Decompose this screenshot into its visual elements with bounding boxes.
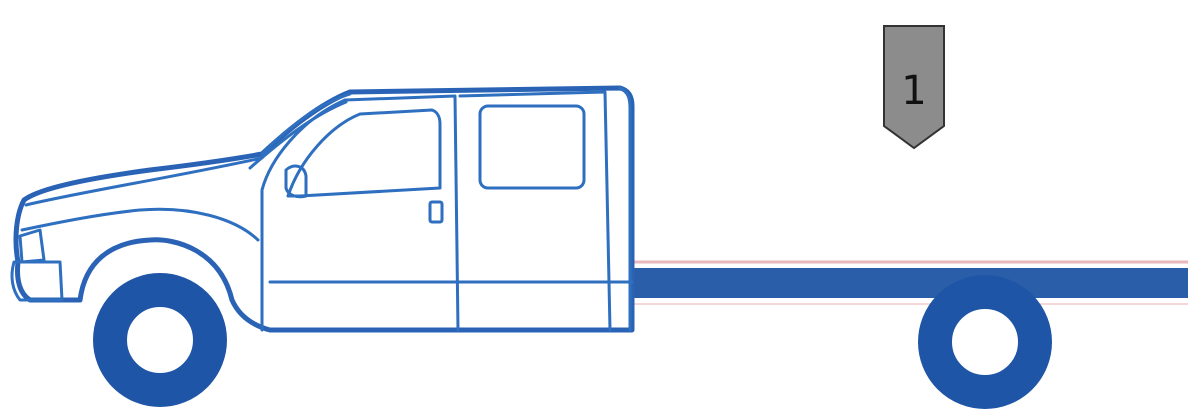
rear-door — [460, 92, 610, 330]
windshield-inner — [250, 102, 346, 168]
marker-label: 1 — [901, 68, 926, 114]
front-wheel — [110, 290, 210, 390]
truck-cab — [12, 88, 632, 330]
grille — [20, 230, 44, 262]
fender-line — [22, 209, 258, 240]
cab-back — [620, 88, 630, 330]
position-marker: 1 — [884, 26, 944, 148]
rear-wheel — [935, 292, 1035, 392]
front-window — [288, 110, 440, 196]
frame-rail — [632, 262, 1188, 304]
hood-line — [26, 158, 262, 205]
rear-window — [480, 106, 584, 188]
cab-outline — [16, 88, 632, 330]
front-door-handle — [430, 202, 442, 222]
side-mirror — [286, 166, 306, 197]
